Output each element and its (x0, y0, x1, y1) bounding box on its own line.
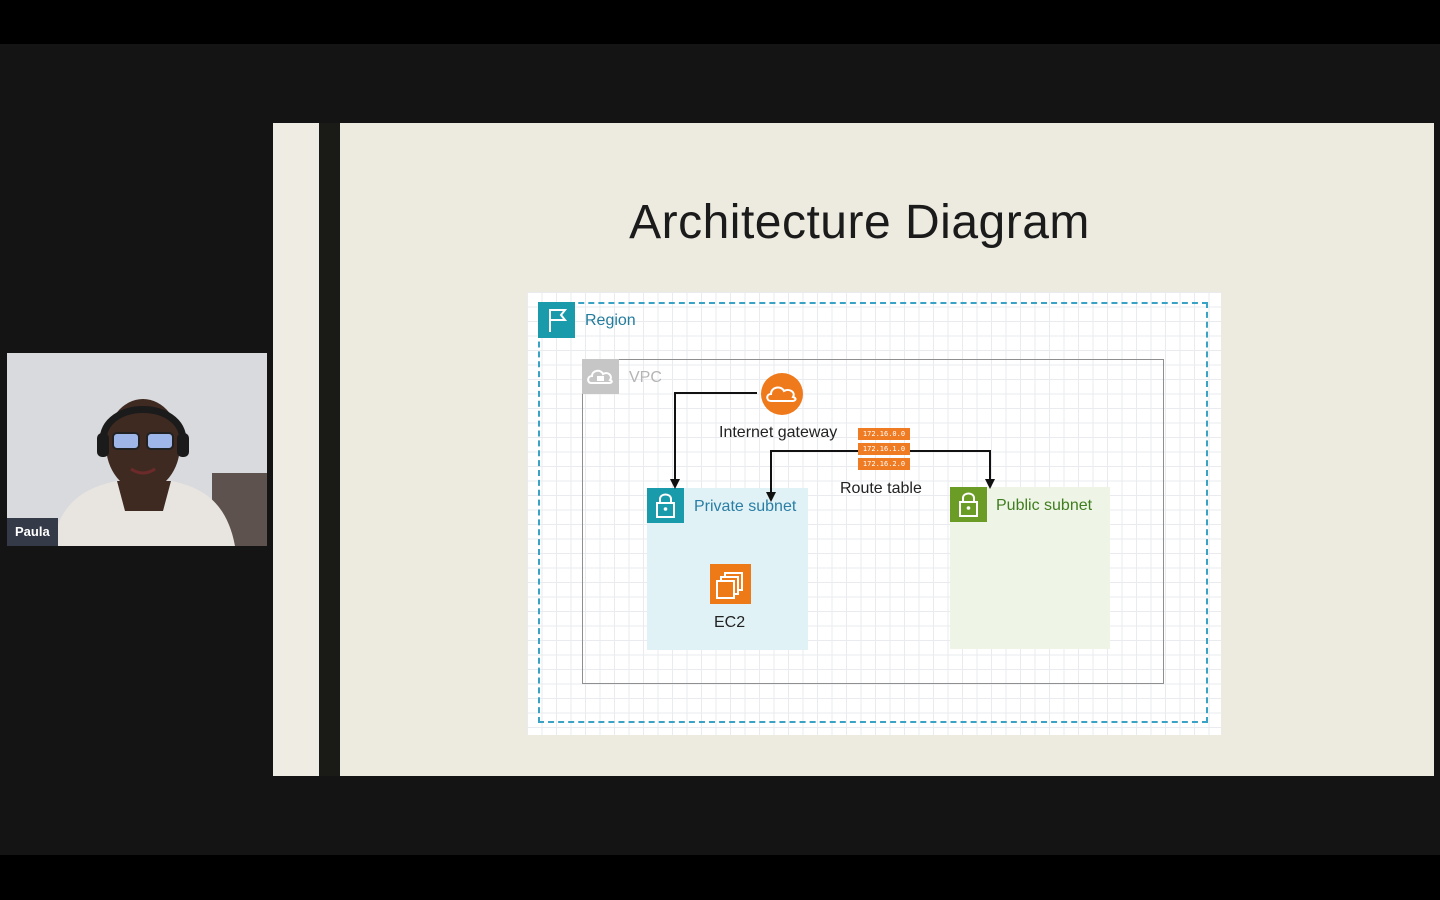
bottom-black-bar (0, 855, 1440, 900)
internet-gateway-icon (757, 372, 807, 416)
top-black-bar (0, 0, 1440, 44)
shared-slide: Architecture Diagram Region VPC (273, 123, 1434, 776)
private-subnet-lock-icon (647, 488, 684, 523)
internet-gateway-label: Internet gateway (719, 424, 838, 441)
public-subnet-lock-icon (950, 487, 987, 522)
slide-title: Architecture Diagram (629, 196, 1090, 249)
connector-route-to-public (910, 450, 995, 489)
vpc-cloud-icon (582, 359, 619, 394)
participant-video-tile[interactable]: Paula (7, 353, 267, 546)
route-table-entry: 172.16.1.0 (858, 443, 910, 455)
public-subnet-label: Public subnet (996, 497, 1093, 514)
route-table-icon: 172.16.0.0 172.16.1.0 172.16.2.0 (858, 428, 910, 472)
region-label: Region (585, 312, 636, 329)
vpc-label: VPC (629, 369, 662, 386)
vpc-boundary (582, 359, 1164, 684)
ec2-instance-icon (710, 564, 751, 604)
private-subnet-label: Private subnet (694, 498, 797, 515)
slide-left-strip (273, 123, 319, 776)
participant-name-tag: Paula (7, 518, 58, 546)
connector-gateway-to-private (670, 392, 757, 489)
ec2-label: EC2 (714, 614, 746, 631)
connector-route-to-private (766, 450, 858, 502)
route-table-entry: 172.16.2.0 (858, 458, 910, 470)
participant-video-feed (7, 353, 267, 546)
route-table-label: Route table (840, 480, 922, 497)
region-boundary (538, 302, 1208, 723)
route-table-entry: 172.16.0.0 (858, 428, 910, 440)
diagram-connectors (670, 392, 995, 502)
region-flag-icon (538, 302, 575, 338)
slide-dark-bar (319, 123, 340, 776)
architecture-diagram: Region VPC Private subnet (527, 292, 1221, 735)
